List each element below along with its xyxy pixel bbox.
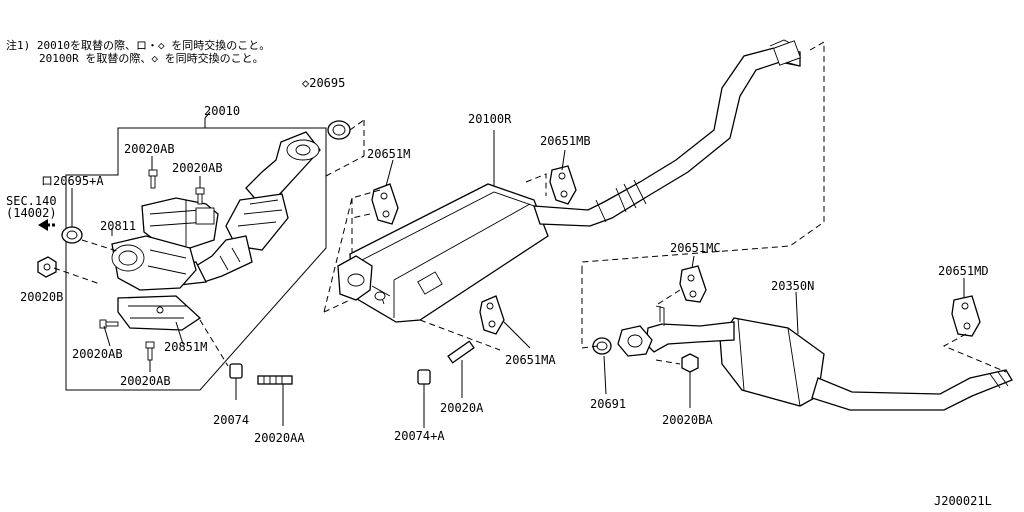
label-20691: 20691 xyxy=(590,397,626,411)
middle-leader-lines xyxy=(323,41,825,428)
center-pipe[interactable] xyxy=(533,39,801,227)
nut-20020ba[interactable] xyxy=(681,353,699,373)
o2-sensor-20074[interactable] xyxy=(229,363,243,379)
label-20010: 20010 xyxy=(204,104,240,118)
label-20651md: 20651MD xyxy=(938,264,989,278)
rubber-mount-20651mb[interactable] xyxy=(549,165,577,205)
left-leader-lines xyxy=(53,111,365,426)
bolt-20020ab-bottom[interactable] xyxy=(145,341,155,361)
bolt-20020ab-top[interactable] xyxy=(148,169,158,189)
heat-shield[interactable] xyxy=(117,295,202,331)
label-20074a: 20074+A xyxy=(394,429,445,443)
flange-connector[interactable] xyxy=(617,325,653,357)
right-leader-lines xyxy=(581,255,1007,408)
label-20020a: 20020A xyxy=(440,401,484,415)
label-20100r: 20100R xyxy=(468,112,512,126)
label-20074: 20074 xyxy=(213,413,249,427)
label-sec140: SEC.140 xyxy=(6,194,57,208)
label-20651m: 20651M xyxy=(367,147,410,161)
label-20695a: ロ20695+A xyxy=(41,174,104,188)
label-20811: 20811 xyxy=(100,219,136,233)
label-20020ab-top: 20020AB xyxy=(124,142,175,156)
manifold-group-frame xyxy=(65,118,327,391)
front-muffler-20100r[interactable] xyxy=(337,183,549,323)
nut-20020b[interactable] xyxy=(37,256,57,278)
label-20020ab-mid: 20020AB xyxy=(72,347,123,361)
rubber-mount-20651md[interactable] xyxy=(951,295,981,337)
label-20651ma: 20651MA xyxy=(505,353,556,367)
rubber-mount-20651mc[interactable] xyxy=(679,265,707,303)
rubber-mount-20651ma[interactable] xyxy=(479,295,505,335)
gasket-20691[interactable] xyxy=(592,337,612,355)
bolt-20020ab-middle[interactable] xyxy=(99,319,119,329)
front-arrow-icon xyxy=(38,219,56,231)
stud-20020a[interactable] xyxy=(447,340,475,364)
label-20020ab-upper: 20020AB xyxy=(172,161,223,175)
label-20695: ◇20695 xyxy=(302,76,345,90)
diagram-id: J200021L xyxy=(934,494,992,508)
gasket-20695a[interactable] xyxy=(61,226,83,244)
front-exhaust-pipe-assembly[interactable] xyxy=(163,131,321,287)
label-20020b: 20020B xyxy=(20,290,63,304)
note-line-1: 注1) 20010を取替の際、ロ・◇ を同時交換のこと。 xyxy=(6,38,270,52)
label-20020aa: 20020AA xyxy=(254,431,305,445)
stud-20020aa[interactable] xyxy=(257,375,293,385)
label-20020ab-bottom: 20020AB xyxy=(120,374,171,388)
label-20350n: 20350N xyxy=(771,279,814,293)
rubber-mount-20651m[interactable] xyxy=(371,183,399,225)
note-line-2: 20100R を取替の際、◇ を同時交換のこと。 xyxy=(39,51,264,65)
label-sec14002: (14002) xyxy=(6,206,57,220)
label-20651mc: 20651MC xyxy=(670,241,721,255)
label-20020ba: 20020BA xyxy=(662,413,713,427)
gasket-20695[interactable] xyxy=(327,120,351,140)
rear-muffler-20350n[interactable] xyxy=(645,305,1013,411)
label-20851m: 20851M xyxy=(164,340,207,354)
label-20651mb: 20651MB xyxy=(540,134,591,148)
catalytic-converter[interactable] xyxy=(111,197,219,291)
o2-sensor-20074a[interactable] xyxy=(417,369,431,385)
